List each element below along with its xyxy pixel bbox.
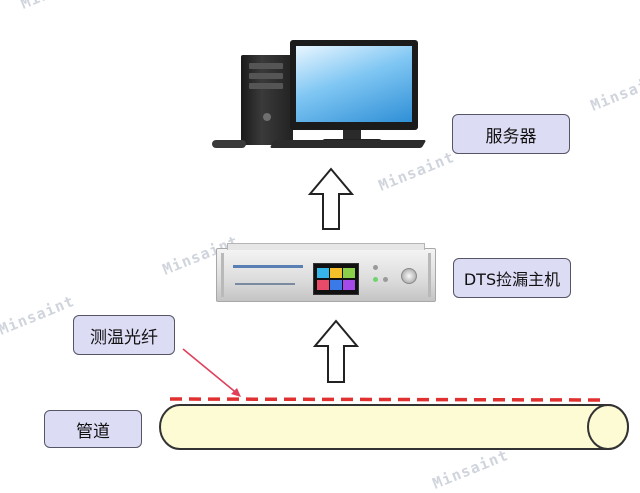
diagram-graphics [159,167,629,450]
dts-host-label: DTS捡漏主机 [453,258,571,298]
server-label: 服务器 [452,114,570,154]
device-display [313,263,359,295]
fiber-pointer-arrowhead [231,388,241,397]
fiber-dashed-line [169,397,606,402]
pipeline-label: 管道 [44,410,142,448]
up-arrow-icon [312,319,360,383]
mouse-icon [212,140,246,148]
device-knob [401,268,417,284]
up-arrow-icon [307,167,355,230]
computer-monitor [290,40,418,130]
pipe-body [159,404,629,450]
fiber-label: 测温光纤 [73,315,175,355]
pipe-end-cap [587,404,629,450]
computer-tower [241,55,293,145]
rack-device-icon [216,243,436,302]
fiber-pointer-line [182,348,240,396]
